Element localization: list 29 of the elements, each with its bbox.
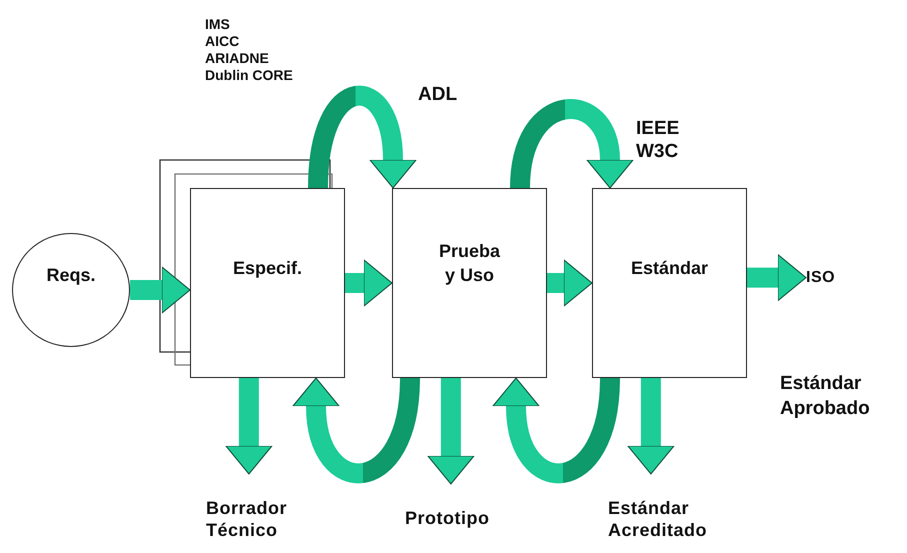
curved-block-arrow — [292, 377, 420, 483]
stage-label: Prototipo — [405, 508, 490, 530]
standard-label: ADL — [418, 84, 458, 106]
block-arrow — [345, 260, 392, 306]
standard-label: AICC — [205, 33, 240, 49]
block-arrow — [747, 254, 806, 302]
curved-block-arrow — [492, 377, 620, 483]
block-arrow — [547, 260, 592, 306]
block-arrow — [627, 378, 674, 474]
standard-label: ARIADNE — [205, 50, 269, 66]
standard-label: Estándar Aprobado — [780, 372, 871, 421]
standard-label: W3C — [636, 141, 678, 163]
standard-label: IMS — [205, 16, 230, 32]
box-label: Reqs. — [46, 264, 96, 287]
process-box — [392, 188, 547, 378]
standard-label: Dublin CORE — [205, 67, 293, 83]
block-arrow — [225, 378, 272, 474]
block-arrow — [130, 266, 190, 314]
box-label: Prueba y Uso — [438, 240, 500, 287]
box-label: Estándar — [630, 256, 708, 280]
standard-label: IEEE — [636, 118, 680, 140]
process-box — [592, 188, 747, 378]
block-arrow — [427, 378, 474, 484]
process-box — [190, 188, 345, 378]
stage-label: Estándar Acreditado — [608, 498, 728, 542]
box-label: Especif. — [232, 256, 302, 280]
stage-label: Borrador Técnico — [206, 498, 318, 542]
stage-label: ISO — [806, 268, 836, 288]
curved-block-arrow — [308, 86, 416, 189]
